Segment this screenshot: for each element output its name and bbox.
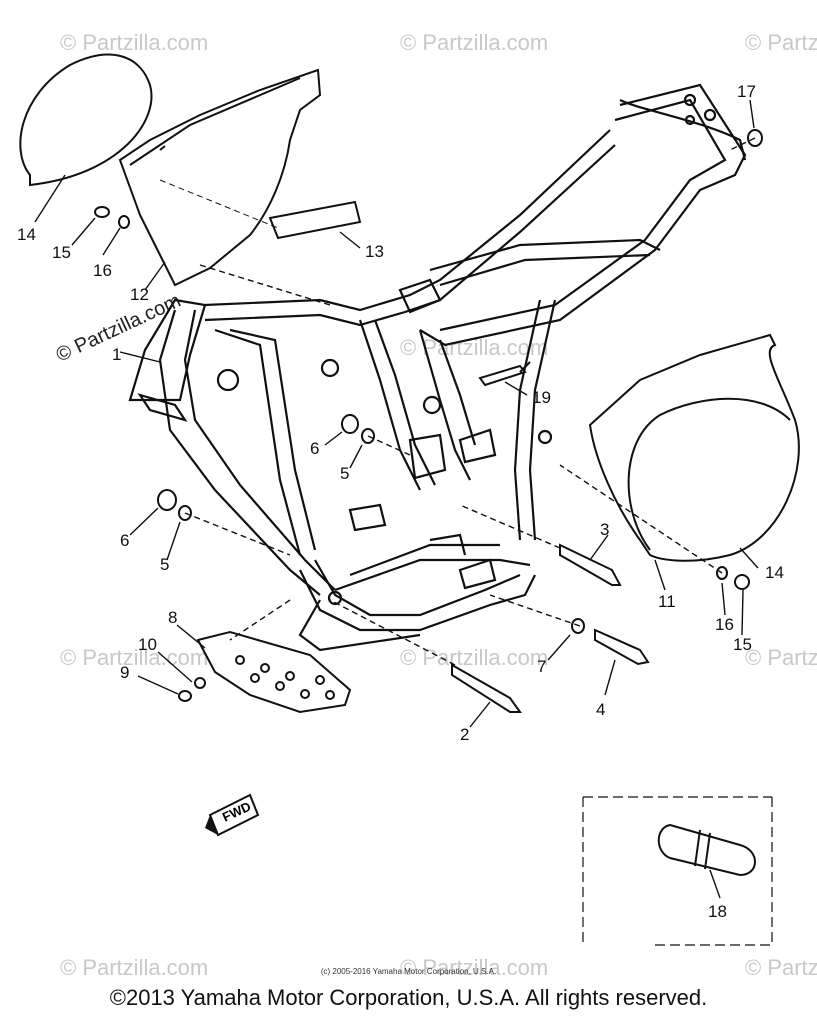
callout-5a: 5 — [340, 464, 349, 483]
callout-16a: 16 — [93, 261, 112, 280]
callout-11: 11 — [658, 592, 676, 611]
watermark: © Partzilla.com — [60, 30, 208, 55]
callout-4: 4 — [596, 700, 605, 719]
small-copyright: (c) 2005-2016 Yamaha Motor Corporation, … — [320, 967, 497, 976]
callout-18: 18 — [708, 902, 727, 921]
frame — [128, 83, 747, 652]
side-cover-left — [19, 53, 362, 287]
leader-lines — [34, 99, 759, 899]
watermark: © Partzilla.com — [60, 955, 208, 980]
callout-labels: 1 2 3 4 5 5 6 6 7 8 9 10 11 12 13 14 14 … — [17, 82, 784, 921]
callout-9: 9 — [120, 663, 129, 682]
watermark: © Partzilla.com — [745, 645, 817, 670]
callout-1: 1 — [112, 345, 121, 364]
callout-17: 17 — [737, 82, 756, 101]
callout-8: 8 — [168, 608, 177, 627]
callout-15b: 15 — [733, 635, 752, 654]
fwd-arrow: FWD — [205, 793, 260, 837]
callout-10: 10 — [138, 635, 157, 654]
callout-6a: 6 — [310, 439, 319, 458]
copyright-notice: ©2013 Yamaha Motor Corporation, U.S.A. A… — [109, 985, 708, 1010]
callout-7: 7 — [537, 657, 546, 676]
side-cover-right — [478, 333, 800, 562]
watermark: © Partzilla.com — [400, 955, 548, 980]
callout-14a: 14 — [17, 225, 36, 244]
callout-13: 13 — [365, 242, 384, 261]
watermark: © Partzilla.com — [745, 955, 817, 980]
callout-5b: 5 — [160, 555, 169, 574]
watermark: © Partzilla.com — [400, 645, 548, 670]
watermark: © Partzilla.com — [60, 645, 208, 670]
callout-6b: 6 — [120, 531, 129, 550]
callout-12: 12 — [130, 285, 149, 304]
watermark: © Partzilla.com — [745, 30, 817, 55]
watermark: © Partzilla.com — [400, 30, 548, 55]
callout-14b: 14 — [765, 563, 784, 582]
callout-15a: 15 — [52, 243, 71, 262]
callout-2: 2 — [460, 725, 469, 744]
callout-19: 19 — [532, 388, 551, 407]
callout-3: 3 — [600, 520, 609, 539]
inset-box — [582, 796, 773, 946]
hardware — [94, 129, 763, 877]
callout-16b: 16 — [715, 615, 734, 634]
